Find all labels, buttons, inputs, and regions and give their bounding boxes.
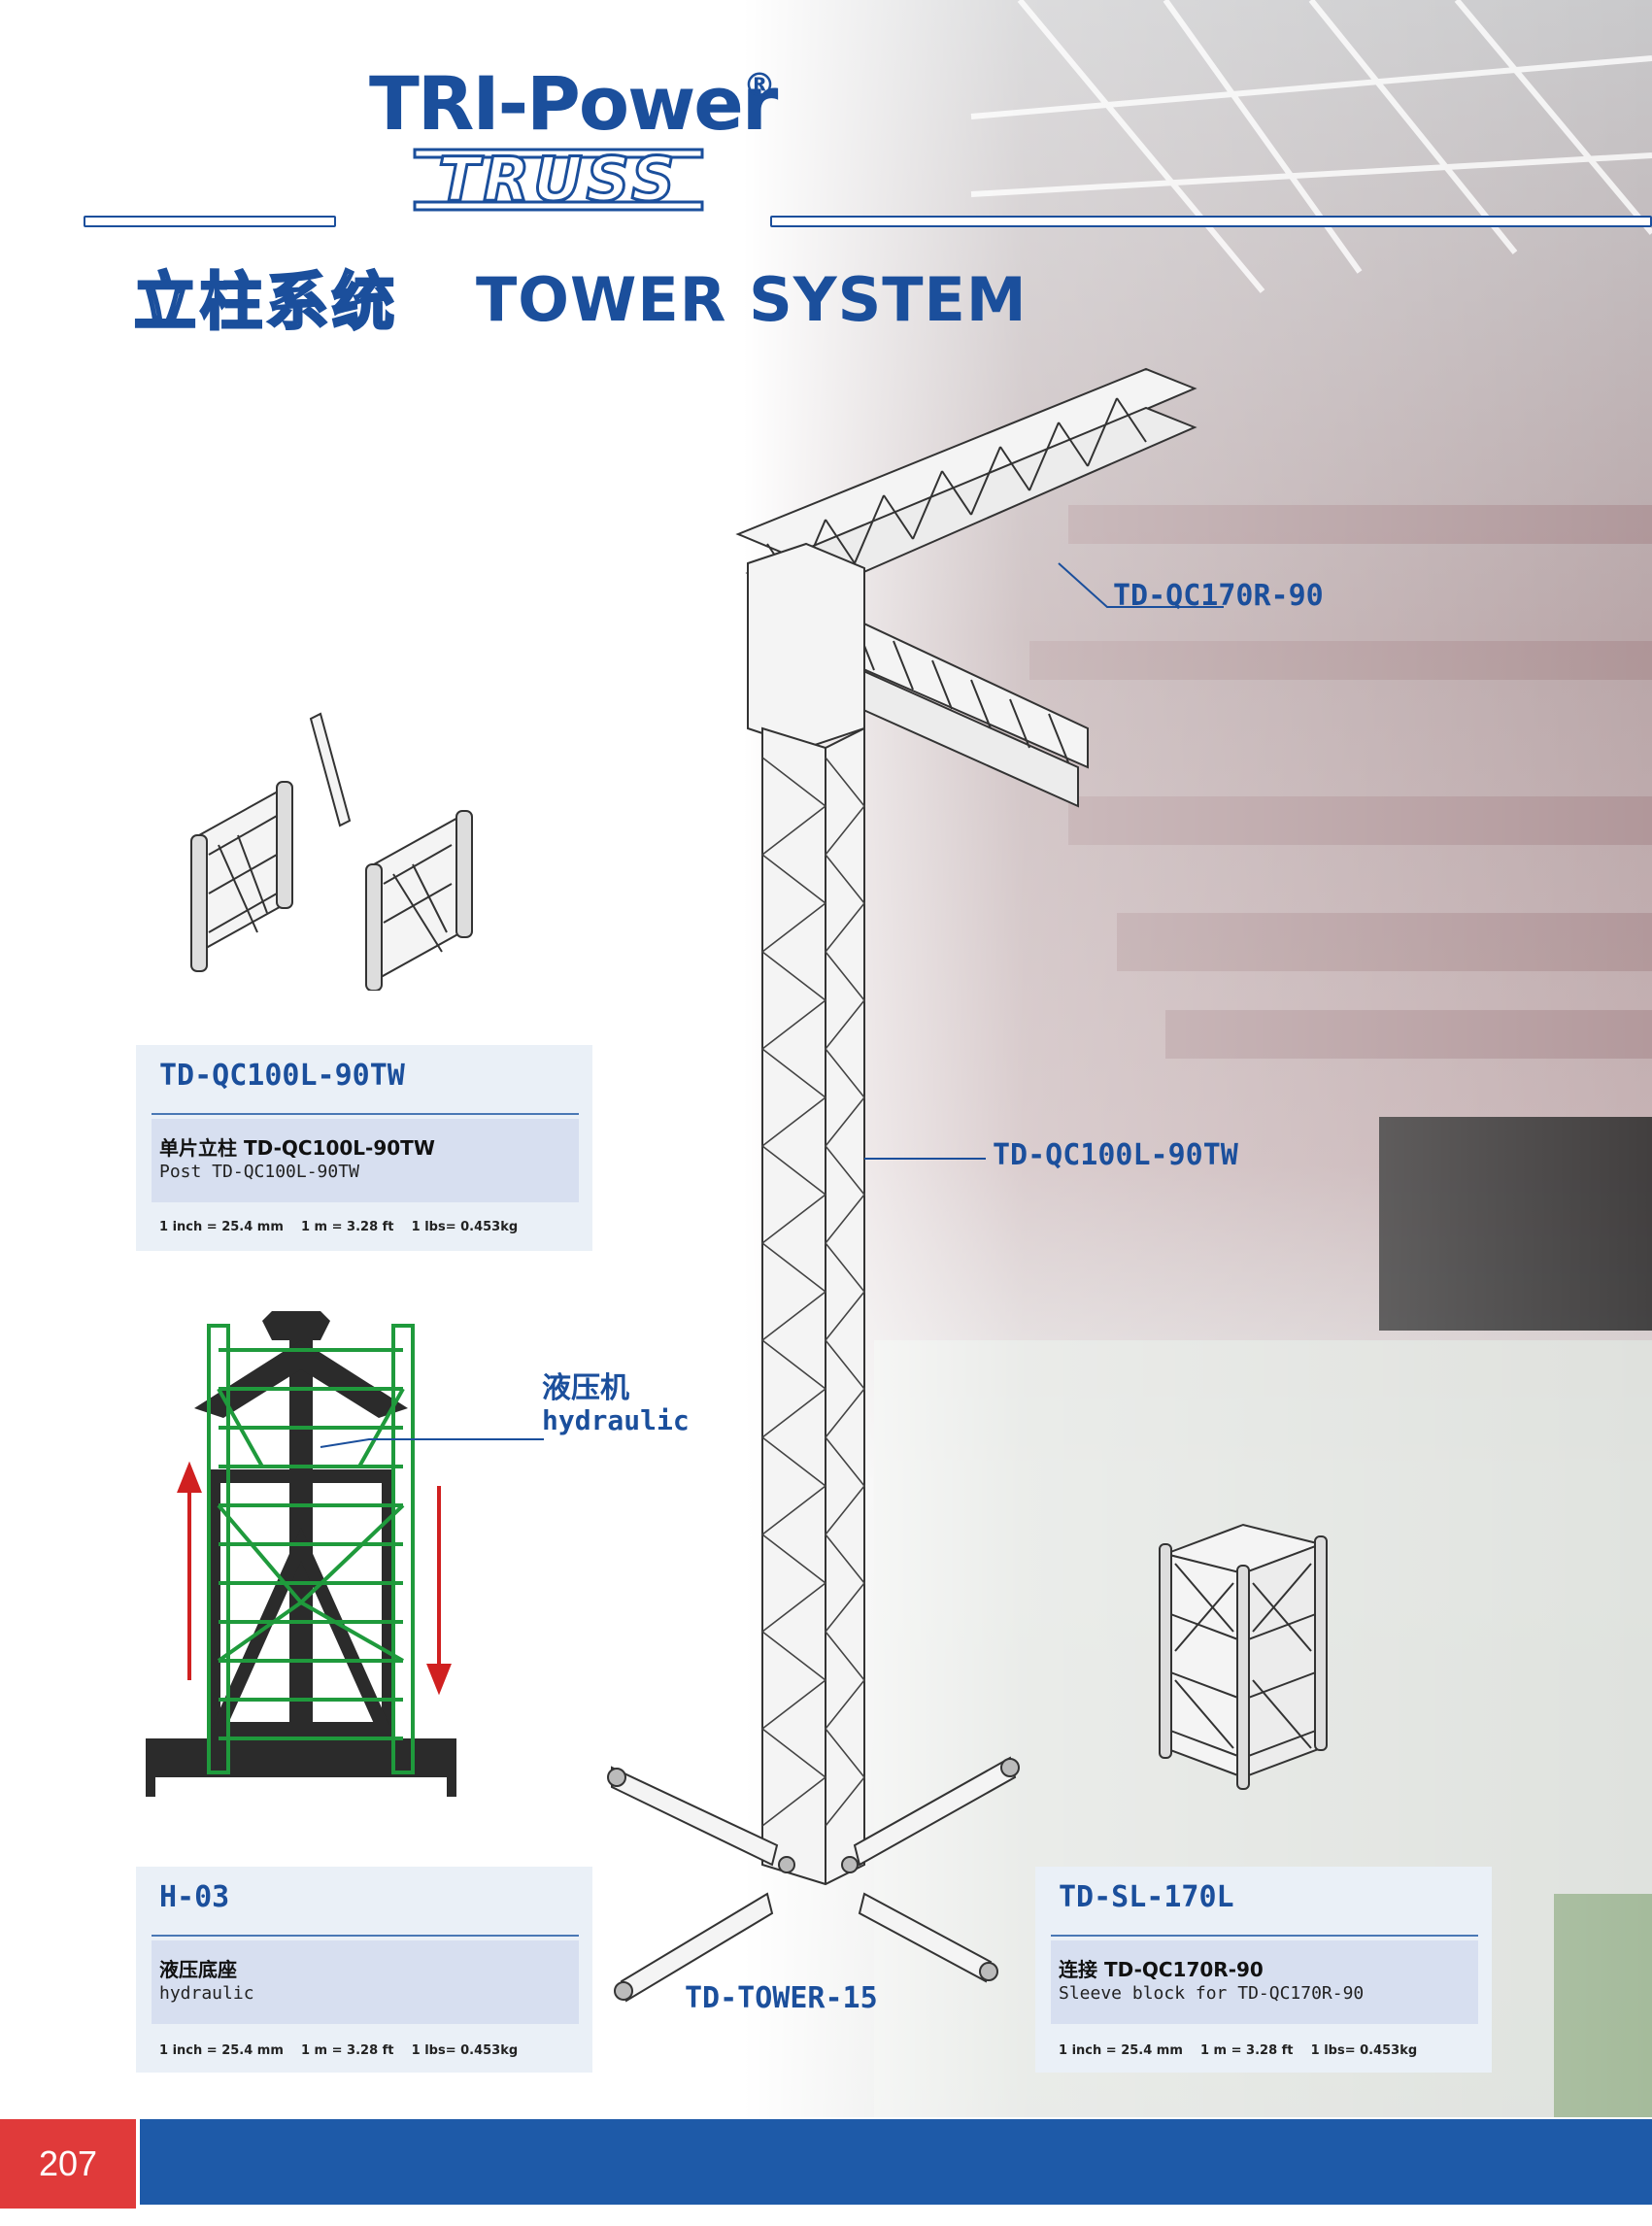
product-card-post: TD-QC100L-90TW 单片立柱 TD-QC100L-90TW Post … [136,1045,592,1251]
card-desc-en: Sleeve block for TD-QC170R-90 [1059,1983,1365,2004]
card-units: 1 inch = 25.4 mm 1 m = 3.28 ft 1 lbs= 0.… [159,2043,519,2058]
hydraulic-base-illustration [146,1311,544,1797]
brand-logo: TRI-Power ® TRUSS [369,60,778,235]
header-rule-right [770,216,1652,227]
label-hydraulic-en: hydraulic [542,1404,690,1436]
page-number: 207 [38,2143,98,2183]
card-desc-cn: 液压底座 [159,1958,237,1981]
card-desc-cn: 连接 TD-QC170R-90 [1059,1958,1264,1981]
top-truss-upper [735,367,1197,599]
card-divider [152,1935,579,1937]
card-code: TD-QC100L-90TW [159,1059,405,1093]
card-divider [1051,1935,1478,1937]
sleeve-block-illustration [1159,1523,1328,1790]
page-title-cn: 立柱系统 [133,266,398,341]
label-hydraulic-cn: 液压机 [542,1371,629,1405]
truss-frame-icon [413,148,704,212]
card-desc-en: hydraulic [159,1983,254,2004]
card-desc-en: Post TD-QC100L-90TW [159,1162,359,1182]
product-card-sleeve: TD-SL-170L 连接 TD-QC170R-90 Sleeve block … [1035,1867,1492,2073]
card-description: 单片立柱 TD-QC100L-90TW Post TD-QC100L-90TW [152,1119,579,1202]
header-rule-left [84,216,336,227]
brand-sub-text: TRUSS [437,144,679,215]
brand-name: TRI-Power [369,60,778,147]
card-units: 1 inch = 25.4 mm 1 m = 3.28 ft 1 lbs= 0.… [1059,2043,1418,2058]
brand-subtitle: TRUSS [413,144,704,215]
product-card-hydraulic: H-03 液压底座 hydraulic 1 inch = 25.4 mm 1 m… [136,1867,592,2073]
tower-head [747,542,865,750]
card-code: TD-SL-170L [1059,1880,1234,1914]
page-number-badge [0,2119,136,2209]
card-units: 1 inch = 25.4 mm 1 m = 3.28 ft 1 lbs= 0.… [159,1220,519,1234]
tower-column [761,726,865,1886]
card-desc-cn: 单片立柱 TD-QC100L-90TW [159,1136,435,1160]
registered-mark: ® [743,66,776,105]
tower-illustration [607,367,1224,2003]
label-top-truss: TD-QC170R-90 [1113,579,1324,613]
footer-bar [140,2119,1652,2205]
card-description: 液压底座 hydraulic [152,1940,579,2024]
label-tower: TD-TOWER-15 [685,1981,878,2015]
label-tower-post: TD-QC100L-90TW [993,1138,1238,1172]
post-pieces-illustration [190,712,473,991]
card-description: 连接 TD-QC170R-90 Sleeve block for TD-QC17… [1051,1940,1478,2024]
card-code: H-03 [159,1880,230,1914]
tower-outriggers [611,1756,1017,2003]
page-title-en: TOWER SYSTEM [476,264,1028,335]
card-divider [152,1113,579,1115]
